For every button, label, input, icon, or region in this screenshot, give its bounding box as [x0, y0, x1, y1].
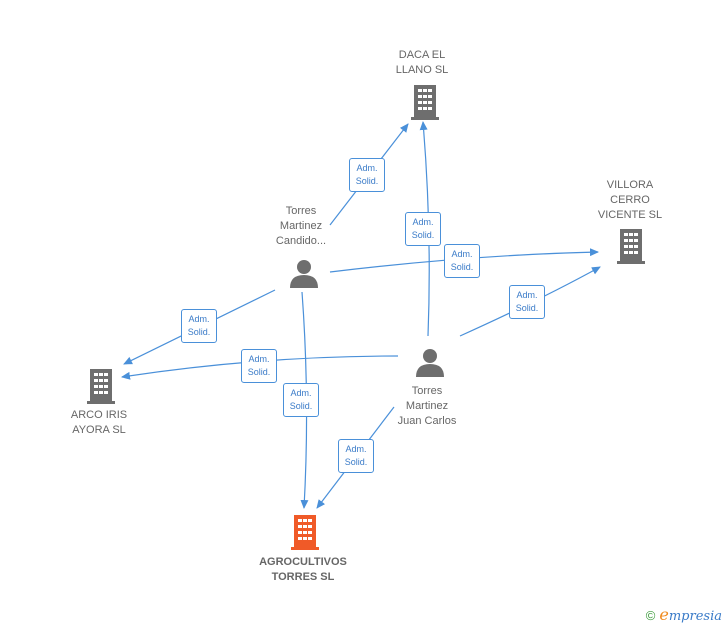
empresia-logo: ©empresia — [646, 605, 722, 624]
daca-building-icon[interactable] — [410, 84, 440, 120]
brand-name: mpresia — [668, 609, 722, 624]
candido-label[interactable]: Torres Martinez Candido... — [275, 205, 327, 247]
arco-building-icon[interactable] — [86, 368, 116, 404]
edge-label-candido-daca[interactable]: Adm. Solid. — [349, 158, 385, 192]
edge-label-candido-arco[interactable]: Adm. Solid. — [181, 309, 217, 343]
juan-label[interactable]: Torres Martinez Juan Carlos — [397, 385, 457, 427]
edge-label-juan-arco[interactable]: Adm. Solid. — [241, 349, 277, 383]
edge-label-candido-villora[interactable]: Adm. Solid. — [444, 244, 480, 278]
juan-person-icon[interactable] — [415, 347, 445, 377]
edge-label-candido-agro[interactable]: Adm. Solid. — [283, 383, 319, 417]
candido-person-icon[interactable] — [289, 258, 319, 288]
agro-label[interactable]: AGROCULTIVOS TORRES SL — [259, 556, 347, 583]
edge-label-juan-villora[interactable]: Adm. Solid. — [509, 285, 545, 319]
arco-label[interactable]: ARCO IRIS AYORA SL — [70, 409, 128, 436]
villora-label[interactable]: VILLORA CERRO VICENTE SL — [597, 179, 663, 221]
agro-building-icon[interactable] — [290, 514, 320, 550]
edge-label-juan-agro[interactable]: Adm. Solid. — [338, 439, 374, 473]
brand-e: e — [659, 605, 669, 624]
copyright-icon: © — [645, 608, 656, 623]
villora-building-icon[interactable] — [616, 228, 646, 264]
daca-label[interactable]: DACA EL LLANO SL — [395, 49, 449, 76]
edge-label-juan-daca[interactable]: Adm. Solid. — [405, 212, 441, 246]
